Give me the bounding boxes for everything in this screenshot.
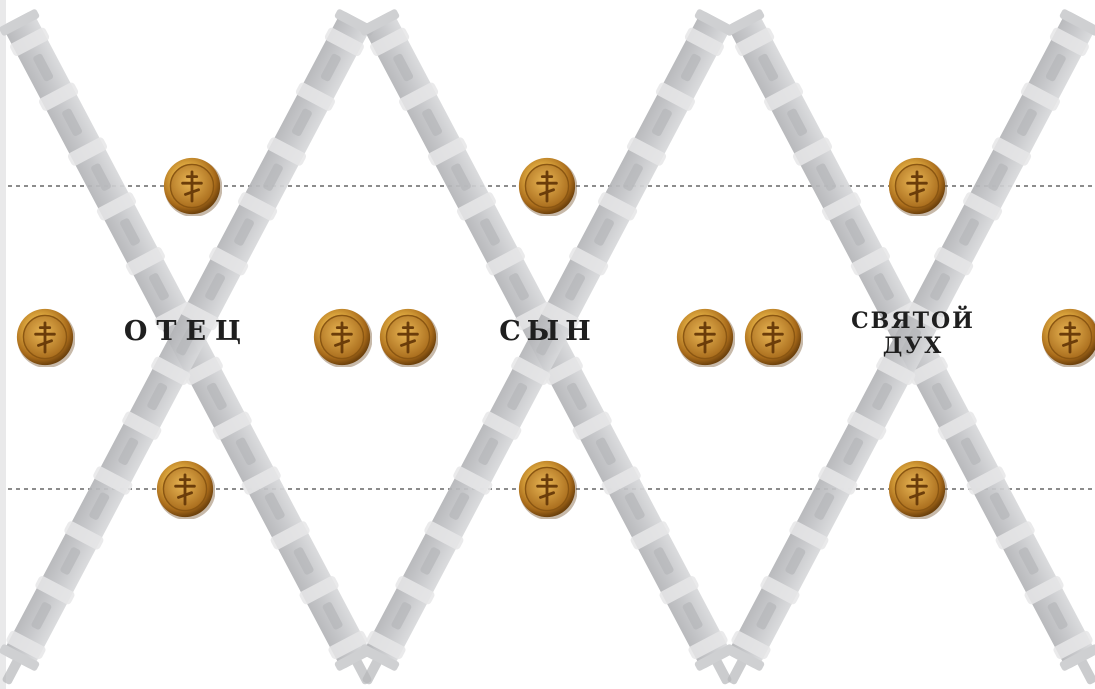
seal-right-edge-icon: [1040, 307, 1095, 367]
seal-spirit-left-icon: [743, 307, 803, 367]
seal-father-bottom-icon: [155, 459, 215, 519]
lattice-bands: [0, 9, 1095, 685]
band-up-1: [359, 9, 735, 685]
left-edge-strip: [0, 0, 6, 689]
panel-label-holy-spirit: СВЯТОЙ ДУХ: [838, 309, 988, 359]
seal-spirit-bottom-icon: [887, 459, 947, 519]
seal-father-top-icon: [162, 156, 222, 216]
seal-left-edge-icon: [15, 307, 75, 367]
band-up-2: [724, 9, 1095, 685]
panel-label-holy-spirit-line1: СВЯТОЙ: [851, 308, 975, 334]
panel-label-holy-spirit-line2: ДУХ: [882, 333, 944, 359]
panel-label-father: ОТЕЦ: [123, 316, 251, 347]
seal-son-top-icon: [517, 156, 577, 216]
seal-spirit-top-icon: [887, 156, 947, 216]
seal-father-right-icon: [312, 307, 372, 367]
panel-label-son: СЫН: [499, 316, 597, 347]
band-up-0: [0, 9, 375, 685]
seal-son-bottom-icon: [517, 459, 577, 519]
seal-son-left-icon: [378, 307, 438, 367]
seal-son-right-icon: [675, 307, 735, 367]
